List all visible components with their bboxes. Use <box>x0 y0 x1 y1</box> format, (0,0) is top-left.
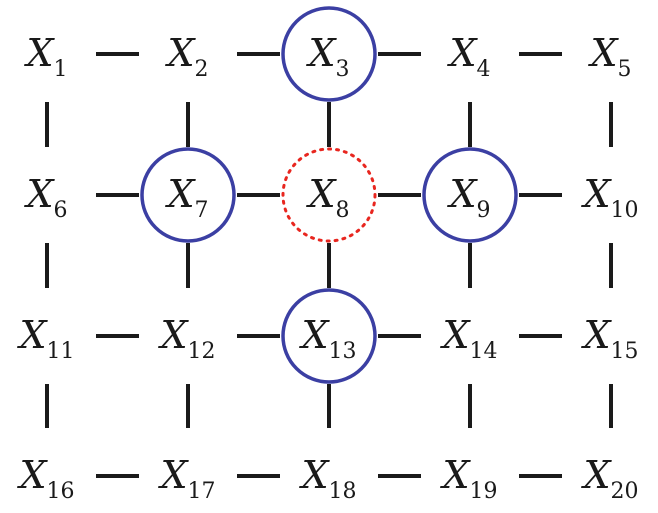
node-9-solid-ring <box>422 147 518 243</box>
node-5-label: X5 <box>587 31 631 82</box>
node-11-subscript: 11 <box>47 339 75 364</box>
node-6-subscript: 6 <box>54 198 68 223</box>
node-20-symbol: X <box>580 453 612 497</box>
node-14-label: X14 <box>439 313 497 364</box>
node-20-subscript: 20 <box>611 479 639 504</box>
node-9-symbol: X <box>446 172 478 216</box>
node-14-subscript: 14 <box>470 339 498 364</box>
node-10-label: X10 <box>580 172 638 223</box>
node-8-symbol: X <box>305 172 337 216</box>
node-15-subscript: 15 <box>611 339 639 364</box>
node-13-subscript: 13 <box>329 339 357 364</box>
node-18-label: X18 <box>298 453 356 504</box>
node-1-subscript: 1 <box>54 57 68 82</box>
node-13-label: X13 <box>298 313 356 364</box>
node-16-label: X16 <box>16 453 74 504</box>
node-7-subscript: 7 <box>195 198 209 223</box>
node-5-symbol: X <box>587 31 619 75</box>
node-4-subscript: 4 <box>477 57 491 82</box>
node-20-label: X20 <box>580 453 638 504</box>
node-3-label: X3 <box>305 31 349 82</box>
node-19-subscript: 19 <box>470 479 498 504</box>
node-18-symbol: X <box>298 453 330 497</box>
node-13-solid-ring <box>281 288 377 384</box>
node-9-subscript: 9 <box>477 198 491 223</box>
node-19-label: X19 <box>439 453 497 504</box>
node-12-symbol: X <box>157 313 189 357</box>
node-6-label: X6 <box>23 172 67 223</box>
node-18-subscript: 18 <box>329 479 357 504</box>
node-19-symbol: X <box>439 453 471 497</box>
node-17-subscript: 17 <box>188 479 216 504</box>
node-7-symbol: X <box>164 172 196 216</box>
node-11-symbol: X <box>16 313 48 357</box>
node-7-solid-ring <box>140 147 236 243</box>
node-9-label: X9 <box>446 172 490 223</box>
node-8-dotted-ring <box>281 147 377 243</box>
node-10-symbol: X <box>580 172 612 216</box>
node-2-subscript: 2 <box>195 57 209 82</box>
node-14-symbol: X <box>439 313 471 357</box>
node-3-symbol: X <box>305 31 337 75</box>
node-8-subscript: 8 <box>336 198 350 223</box>
node-1-symbol: X <box>23 31 55 75</box>
node-2-label: X2 <box>164 31 208 82</box>
node-4-label: X4 <box>446 31 490 82</box>
node-17-symbol: X <box>157 453 189 497</box>
node-2-symbol: X <box>164 31 196 75</box>
node-16-symbol: X <box>16 453 48 497</box>
node-11-label: X11 <box>16 313 74 364</box>
node-4-symbol: X <box>446 31 478 75</box>
node-12-label: X12 <box>157 313 215 364</box>
node-3-solid-ring <box>281 6 377 102</box>
node-16-subscript: 16 <box>47 479 75 504</box>
node-17-label: X17 <box>157 453 215 504</box>
node-7-label: X7 <box>164 172 208 223</box>
edges-layer <box>45 52 613 478</box>
node-3-subscript: 3 <box>336 57 350 82</box>
node-6-symbol: X <box>23 172 55 216</box>
node-13-symbol: X <box>298 313 330 357</box>
node-5-subscript: 5 <box>618 57 632 82</box>
node-12-subscript: 12 <box>188 339 216 364</box>
node-15-label: X15 <box>580 313 638 364</box>
node-8-label: X8 <box>305 172 349 223</box>
node-10-subscript: 10 <box>611 198 639 223</box>
node-15-symbol: X <box>580 313 612 357</box>
rings-layer <box>140 6 518 384</box>
node-1-label: X1 <box>23 31 67 82</box>
